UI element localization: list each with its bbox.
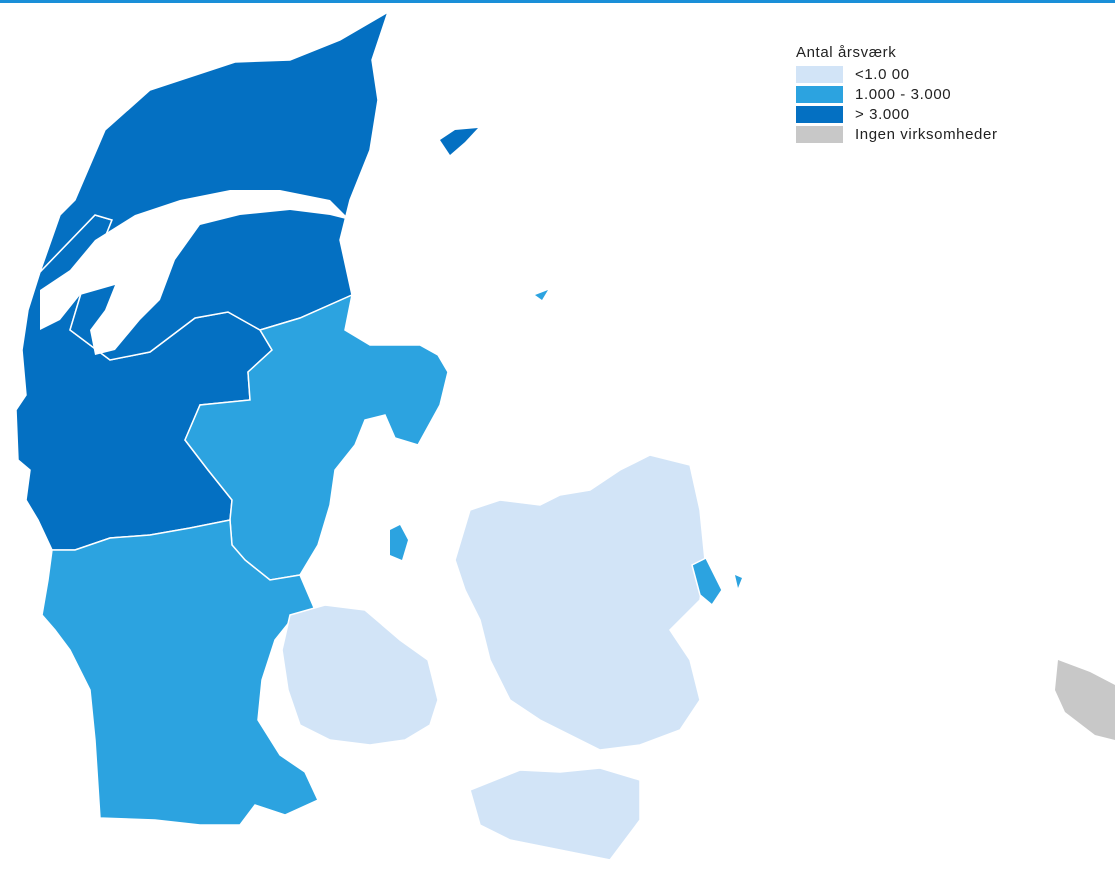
legend-label-high: > 3.000 xyxy=(855,105,910,123)
legend-item-low: <1.0 00 xyxy=(796,64,998,84)
legend-swatch-none xyxy=(796,125,843,143)
region-fyn xyxy=(281,604,439,746)
legend-item-none: Ingen virksomheder xyxy=(796,124,998,144)
legend-label-mid: 1.000 - 3.000 xyxy=(855,85,952,103)
island-samsoe xyxy=(390,525,408,560)
island-anholt xyxy=(440,128,478,155)
region-syddanmark xyxy=(41,519,319,826)
top-accent-rule xyxy=(0,0,1115,3)
region-bornholm xyxy=(1055,660,1115,740)
legend: Antal årsværk <1.0 00 1.000 - 3.000 > 3.… xyxy=(796,44,998,144)
legend-label-low: <1.0 00 xyxy=(855,65,910,83)
legend-label-none: Ingen virksomheder xyxy=(855,125,998,143)
island-laesoe xyxy=(535,290,548,300)
legend-swatch-mid xyxy=(796,85,843,103)
legend-title: Antal årsværk xyxy=(796,44,897,61)
legend-swatch-high xyxy=(796,105,843,123)
island-amager xyxy=(735,575,742,588)
region-koebenhavn xyxy=(691,556,723,607)
region-midtjylland-east xyxy=(184,293,449,581)
legend-item-mid: 1.000 - 3.000 xyxy=(796,84,998,104)
region-lolland-falster xyxy=(469,767,641,861)
region-sjaelland xyxy=(454,454,706,751)
limfjord-water xyxy=(40,190,350,355)
legend-item-high: > 3.000 xyxy=(796,104,998,124)
legend-swatch-low xyxy=(796,65,843,83)
